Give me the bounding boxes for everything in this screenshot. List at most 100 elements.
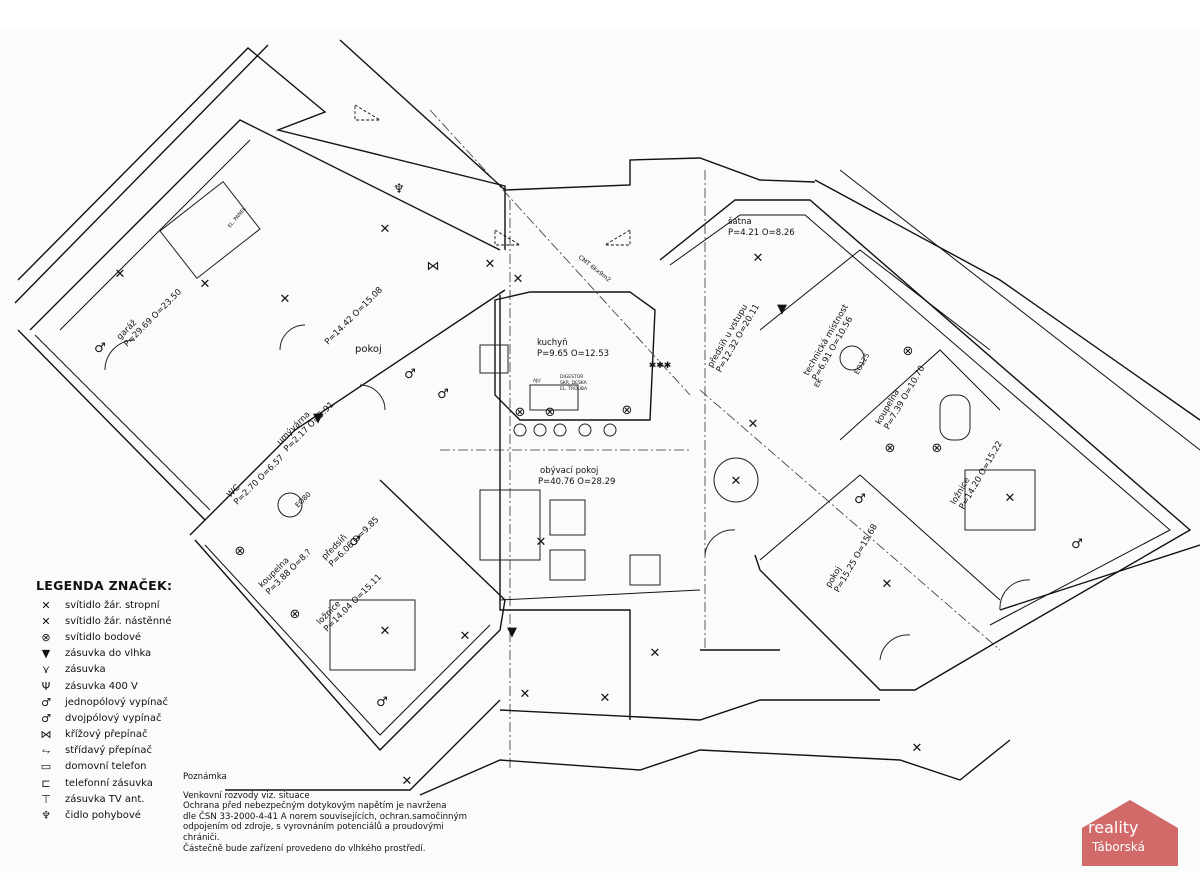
motion-sensor-icon: ♆ (41, 809, 51, 823)
armchair-2 (549, 549, 586, 581)
ceiling-light-icon: ✕ (513, 272, 524, 287)
door-swing (999, 579, 1031, 611)
room-label-koupelna-e: koupelna P=7.39 O=10.70 (874, 364, 927, 431)
label-el-panel: EL. PANEL (227, 206, 248, 229)
ceiling-light-icon: ✕ (115, 267, 126, 282)
door-swing (104, 339, 136, 371)
legend-item: ✕ svítidlo žár. nástěnné (36, 613, 206, 629)
legend-item: ⊤zásuvka TV ant. (36, 791, 206, 807)
legend-item: ✕svítidlo žár. stropní (36, 597, 206, 613)
door-swing (879, 634, 911, 661)
legend-label: čidlo pohybové (65, 810, 141, 822)
kitchen-island (494, 291, 656, 421)
bar-stool (603, 423, 617, 437)
armchair (549, 499, 586, 536)
ceiling-light-icon: ✕ (200, 277, 211, 292)
bathtub (939, 394, 971, 441)
cross-icon: ✕ (41, 614, 51, 628)
label-eo80: EO80 (294, 490, 313, 509)
legend-label: dvojpólový vypínač (65, 712, 162, 724)
note-line: dle ČSN 33-2000-4-41 A norem související… (183, 811, 467, 822)
wall-north-outer (339, 39, 506, 191)
ceiling-light-icon: ✕ (882, 577, 893, 592)
boiler-eo80 (277, 492, 303, 518)
bar-stool (513, 423, 527, 437)
wall-garage-outer (14, 44, 269, 304)
ceiling-light-icon: ✕ (520, 687, 531, 702)
tv-socket-icon: ⊤ (41, 792, 51, 806)
legend-item: ▼ zásuvka do vlhka (36, 646, 206, 662)
svg-text:kuchyň: kuchyň (537, 337, 568, 348)
legend-item: ⊏telefonní zásuvka (36, 775, 206, 791)
ceiling-light-icon: ✕ (380, 624, 391, 639)
section-marker (354, 104, 382, 121)
drawing-sheet (0, 30, 1200, 873)
socket-icon: ▼ (507, 625, 517, 640)
room-label-umyvarna: umývárna P=2.17 O=5.91 (275, 400, 336, 454)
svg-text:P=40.76 O=28.29: P=40.76 O=28.29 (538, 477, 615, 487)
wall-north-east (814, 179, 1200, 421)
damp-socket-icon: ▼ (41, 647, 51, 661)
alternating-switch-icon: ⥊ (41, 743, 51, 757)
bar-stool (578, 423, 592, 437)
switch-icon: ♂ (1071, 537, 1083, 552)
wall-garage-top (17, 47, 506, 281)
wall-inner-diag (189, 289, 506, 536)
legend-item: ⋈křížový přepínač (36, 727, 206, 743)
motion-sensor-icon: ♆ (393, 182, 405, 197)
note-line: Částečně bude zařízení provedeno do vlhk… (183, 843, 426, 854)
damp-socket-icon: ▼ (313, 411, 323, 426)
legend-label: zásuvka do vlhka (65, 648, 152, 660)
damp-socket-icon: ▼ (777, 302, 787, 317)
legend-label: domovní telefon (65, 761, 147, 773)
single-switch-icon: ♂ (41, 695, 51, 709)
svg-text:šatna: šatna (728, 216, 752, 227)
wall-technical (759, 249, 991, 351)
ceiling-light-icon: ✕ (1005, 491, 1016, 506)
spot-light-icon: ⊗ (290, 607, 301, 622)
wall-east-wing-inner (669, 214, 1171, 626)
house-icon (1082, 800, 1178, 866)
wall-east-tail (999, 544, 1200, 611)
watermark-sub: Táborská (1092, 840, 1145, 854)
watermark-brand: reality (1088, 818, 1139, 837)
legend-label: jednopólový vypínač (65, 696, 169, 708)
note-block: Poznámka Venkovní rozvody viz. situace O… (183, 772, 473, 854)
wall-terrace-outer (419, 739, 1011, 796)
switch-icon: ♂ (404, 367, 416, 382)
ceiling-light-icon: ✕ (402, 774, 413, 789)
legend-item: ⊗svítidlo bodové (36, 629, 206, 645)
legend-label: telefonní zásuvka (65, 777, 153, 789)
spot-light-icon: ⊗ (903, 344, 914, 359)
legend-item: ▭ domovní telefon (36, 759, 206, 775)
ceiling-light-icon: ✕ (380, 222, 391, 237)
wall-living-west (499, 295, 631, 720)
legend-label: svítidlo žár. nástěnné (65, 615, 172, 627)
room-label-obyvaci: obývací pokoj P=40.76 O=28.29 (538, 466, 615, 487)
room-label-wc: WC P=2.70 O=6.57 (225, 453, 286, 507)
spot-light-icon: ⊗ (235, 544, 246, 559)
spot-light-icon: ⊗ (545, 405, 556, 420)
note-line: Ochrana před nebezpečným dotykovým napět… (183, 801, 447, 812)
switch-icon: ♂ (854, 492, 866, 507)
room-label-pokoj-nw: P=14.42 O=15.08 (323, 285, 385, 347)
switch-icon: ♂ (376, 695, 388, 710)
spot-light-icon: ⊗ (622, 403, 633, 418)
ceiling-light-icon: ✕ (600, 691, 611, 706)
section-marker (494, 229, 522, 246)
label-ek: EK (813, 377, 825, 389)
legend-label: zásuvka (65, 664, 106, 676)
section-marker (603, 229, 631, 246)
ceiling-light-icon: ✕ (753, 251, 764, 266)
cross-icon: ✕ (41, 598, 51, 612)
room-label-koupelna-w: koupelna P=3.88 O=8.? (257, 547, 314, 597)
ceiling-light-icon: ✕ (912, 741, 923, 756)
wall-living-south (499, 589, 701, 601)
switch-icon: ♂ (349, 534, 361, 549)
ceiling-light-icon: ✕ (536, 535, 547, 550)
bed-east (964, 469, 1036, 531)
door-phone-icon: ▭ (40, 760, 52, 774)
door-swing (359, 384, 386, 411)
door-swing (279, 324, 306, 351)
wall-north-center (504, 157, 816, 191)
